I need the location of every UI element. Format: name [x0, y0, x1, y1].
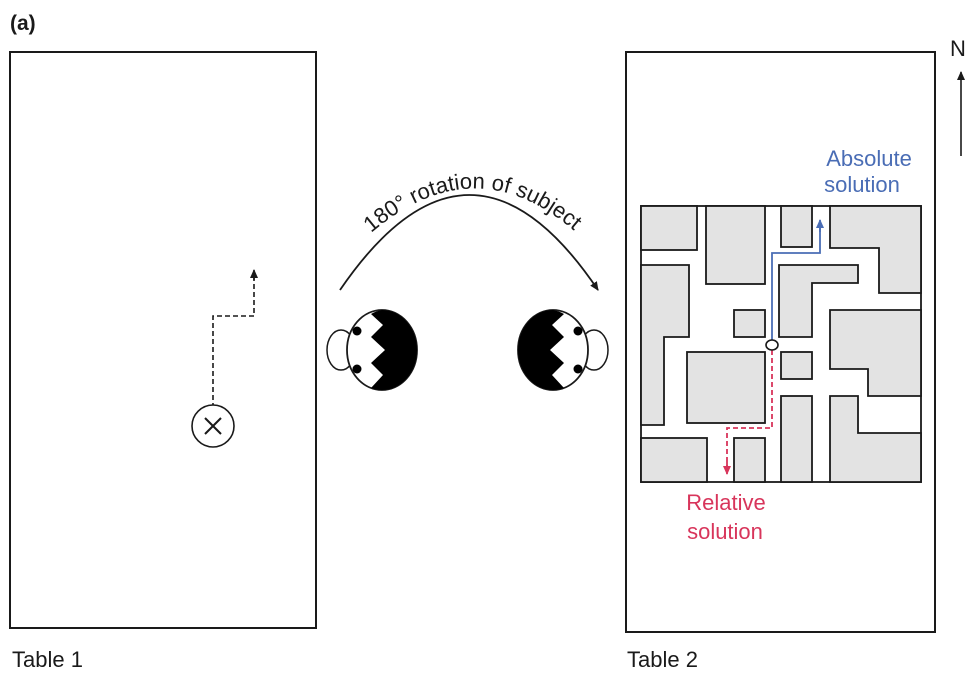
rotation-label-text: 180° rotation of subject — [358, 168, 586, 236]
table-1-label: Table 1 — [12, 647, 83, 672]
map-block — [780, 351, 813, 380]
table-2-label: Table 2 — [627, 647, 698, 672]
map-block — [780, 395, 813, 483]
rotation-arc-arrow — [339, 194, 599, 291]
map-block — [733, 309, 766, 338]
absolute-solution-label-line2: solution — [824, 172, 900, 197]
absolute-solution-label-line1: Absolute — [826, 146, 912, 171]
map-block — [705, 205, 766, 285]
panel-label: (a) — [10, 12, 36, 35]
north-label: N — [950, 36, 966, 61]
relative-solution-path — [726, 350, 773, 468]
map-block — [640, 205, 698, 251]
relative-solution-label-line1: Relative — [686, 490, 765, 515]
map-block — [686, 351, 766, 424]
subject-head-before-icon — [326, 309, 418, 391]
map-block — [829, 205, 922, 294]
relative-solution-label-line2: solution — [687, 519, 763, 544]
map-block — [778, 264, 859, 338]
map-block — [640, 264, 690, 426]
subject-head-after-icon — [517, 309, 609, 391]
table-1-outline — [9, 51, 317, 629]
map-block — [829, 309, 922, 397]
rotation-label: 180° rotation of subject — [358, 168, 586, 236]
map-block — [640, 437, 708, 483]
start-marker — [191, 404, 235, 448]
map-block — [733, 437, 766, 483]
map-start-point — [765, 339, 779, 351]
map-block — [780, 205, 813, 248]
map-block — [829, 395, 922, 483]
absolute-solution-path — [771, 226, 821, 340]
table-2-outline — [625, 51, 936, 633]
town-map — [640, 205, 922, 483]
demonstrated-route — [212, 274, 255, 408]
